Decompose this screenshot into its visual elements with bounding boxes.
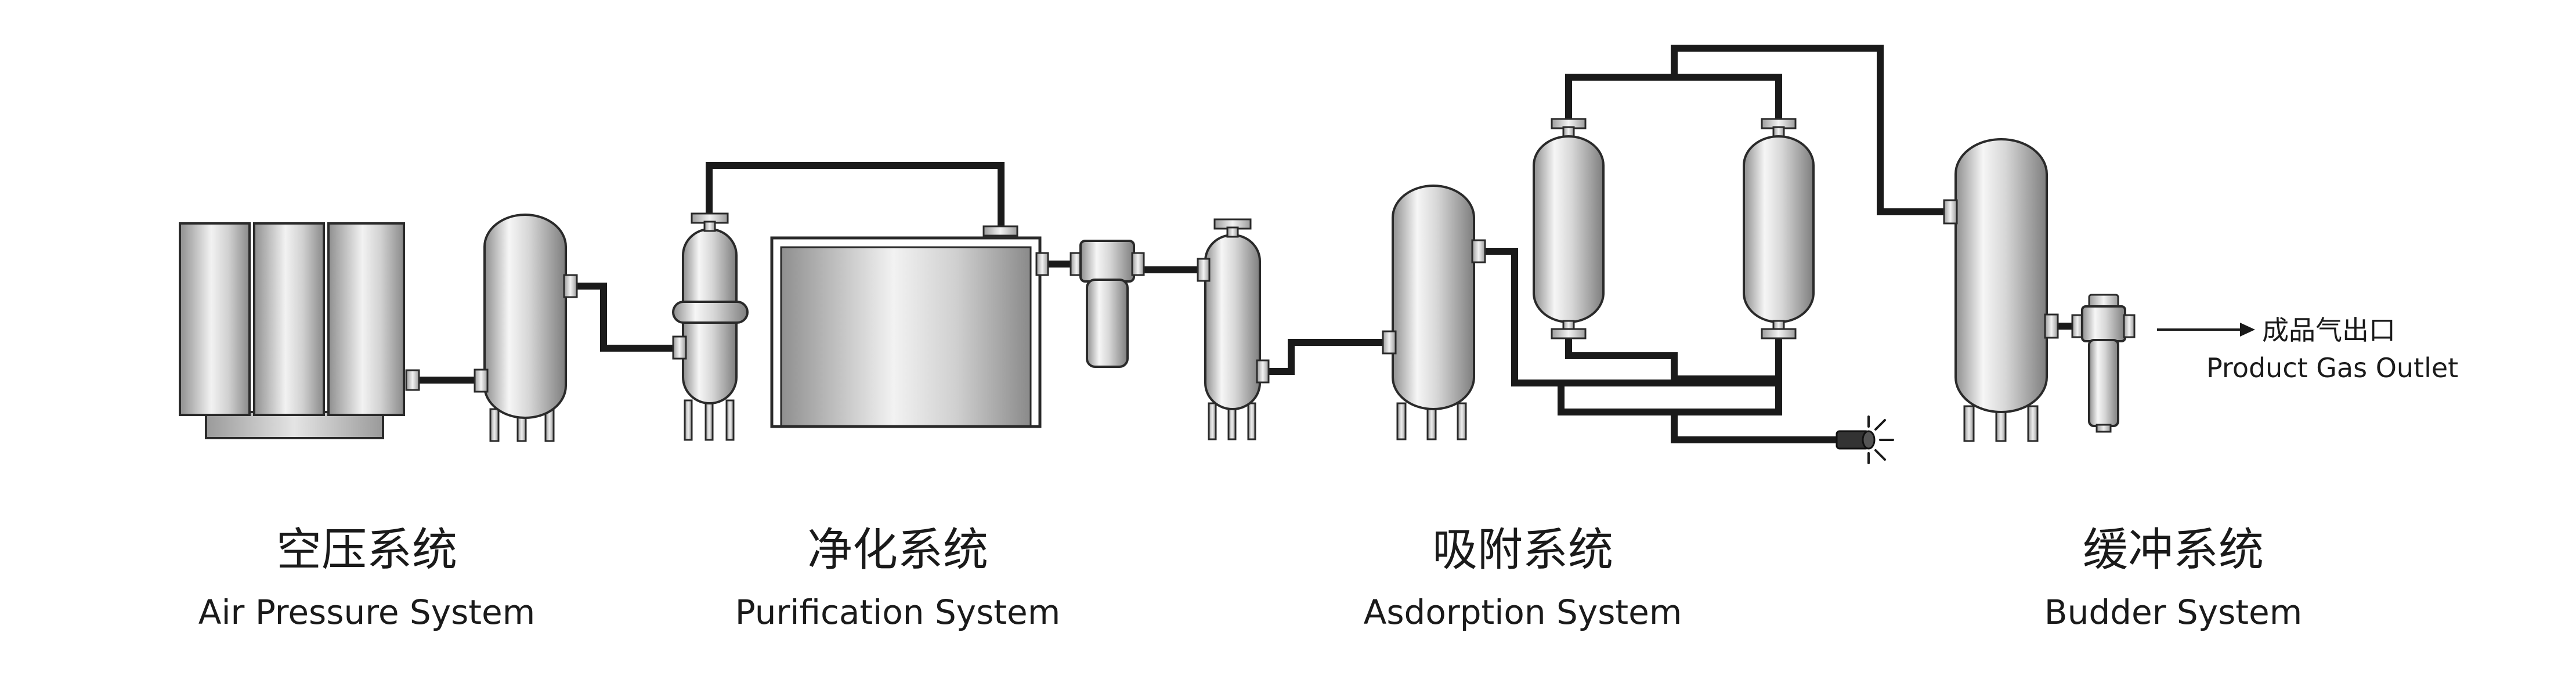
vessel-top-neck <box>1226 226 1239 238</box>
vessel-leg <box>1208 402 1217 440</box>
pipe-outlet-to-buffer <box>1671 45 1947 215</box>
filter-drain <box>2096 424 2112 433</box>
tank-leg <box>1457 402 1467 440</box>
compressor-outlet-flange <box>405 369 420 391</box>
outlet-filter <box>2071 294 2136 433</box>
outlet-label-zh: 成品气出口 <box>2262 315 2396 346</box>
section-title-zh: 缓冲系统 <box>2083 524 2264 576</box>
vessel-leg <box>1247 402 1256 440</box>
vessel-leg <box>725 399 735 441</box>
compressor-base <box>205 411 384 439</box>
section-title-zh: 吸附系统 <box>1432 524 1613 576</box>
buffer-tank <box>1943 138 2059 442</box>
outlet-label-en: Product Gas Outlet <box>2206 352 2458 384</box>
section-title-en: Asdorption System <box>1364 592 1682 632</box>
pipe-bottom-manifold-1 <box>1565 334 1782 382</box>
tank-outlet-flange <box>2044 313 2059 339</box>
tower-body <box>1743 135 1815 323</box>
filter-head <box>1079 240 1135 283</box>
tank-inlet-flange <box>1943 199 1958 225</box>
filter-bowl <box>2088 339 2119 427</box>
section-title-en: Budder System <box>2044 592 2302 632</box>
filter-bowl <box>1086 279 1129 368</box>
tank-inlet-flange <box>474 368 489 393</box>
pipe-exhaust-line <box>1671 412 1840 443</box>
tank-outlet-flange <box>1471 239 1486 263</box>
air-storage-tank <box>474 214 578 442</box>
tank-leg <box>2027 405 2039 442</box>
section-label-air-pressure: 空压系统 Air Pressure System <box>198 524 535 632</box>
tank-body <box>1954 138 2048 413</box>
air-compressor <box>179 222 420 439</box>
vessel-mid-band <box>672 301 749 324</box>
vessel-leg <box>684 399 693 441</box>
section-title-zh: 净化系统 <box>807 524 988 576</box>
purifier-vessel <box>1197 218 1270 440</box>
section-label-purification: 净化系统 Purification System <box>735 524 1060 632</box>
dryer-panel <box>780 246 1032 427</box>
adsorption-tower-a <box>1533 118 1605 339</box>
compressor-panel-2 <box>253 222 325 416</box>
vessel-leg <box>704 399 714 441</box>
refrigerated-dryer <box>770 225 1049 428</box>
compressor-panel-1 <box>179 222 251 416</box>
pipe-air-tank-to-manifold <box>1480 248 1561 386</box>
section-title-zh: 空压系统 <box>276 524 457 576</box>
pipe-top-manifold <box>1565 74 1782 128</box>
tank-body <box>1392 185 1475 410</box>
pipe-tank2-to-adsorption-tank <box>1268 339 1384 375</box>
tower-bottom-flange <box>1551 328 1587 339</box>
vessel-top-neck <box>703 221 716 232</box>
tank-inlet-flange <box>1382 330 1397 355</box>
section-title-en: Air Pressure System <box>198 592 535 632</box>
piping <box>406 45 2075 443</box>
silencer-tip <box>1862 430 1876 450</box>
tank-leg <box>1963 405 1975 442</box>
tank-body <box>483 214 567 419</box>
tower-body <box>1533 135 1605 323</box>
filter-outlet-flange <box>1131 252 1145 276</box>
dryer-top-flange <box>982 225 1018 237</box>
vessel-body <box>1204 234 1261 410</box>
section-label-buffer: 缓冲系统 Budder System <box>2044 524 2302 632</box>
section-title-en: Purification System <box>735 592 1060 632</box>
exhaust-spark-icon <box>1867 415 1894 464</box>
tower-bottom-flange <box>1761 328 1797 339</box>
tank-leg <box>1396 402 1407 440</box>
exhaust-silencer <box>1836 415 1894 464</box>
tank-leg <box>489 408 500 442</box>
filter-head <box>2081 305 2126 342</box>
filter-outlet-flange <box>2123 314 2136 338</box>
vessel-inlet-flange <box>1197 258 1211 282</box>
adsorption-tower-b <box>1743 118 1815 339</box>
dryer-outlet-flange <box>1035 252 1049 276</box>
pipe-precooler-to-dryer-top <box>706 162 1005 232</box>
product-gas-arrow-icon <box>2157 323 2255 337</box>
pipe-tank-to-precooler <box>575 283 673 352</box>
adsorption-air-tank <box>1382 185 1486 440</box>
vessel-outlet-flange <box>1256 359 1270 384</box>
tank-outlet-flange <box>563 274 578 298</box>
precision-filter <box>1070 240 1145 368</box>
section-label-adsorption: 吸附系统 Asdorption System <box>1364 524 1682 632</box>
compressor-panel-3 <box>327 222 405 416</box>
pipe-bottom-manifold-2 <box>1558 380 1782 415</box>
precooler-vessel <box>672 212 749 441</box>
vessel-inlet-flange <box>672 335 687 360</box>
